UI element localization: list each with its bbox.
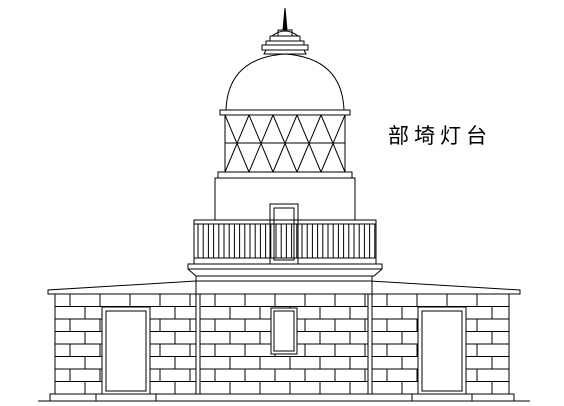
lantern-mullion — [296, 114, 322, 173]
drawing-title: 部埼灯台 — [388, 124, 492, 148]
lantern-mullion — [272, 114, 298, 173]
lantern-mullion — [248, 114, 274, 173]
gallery-railing — [187, 219, 383, 277]
lantern — [224, 114, 346, 173]
left-door — [95, 306, 157, 402]
lantern-mullion — [224, 114, 250, 173]
lantern-mullion — [320, 114, 346, 173]
right-door — [411, 306, 473, 402]
center-window — [270, 307, 298, 355]
dome — [219, 53, 351, 116]
watch-room — [214, 171, 356, 265]
spire — [261, 7, 309, 55]
